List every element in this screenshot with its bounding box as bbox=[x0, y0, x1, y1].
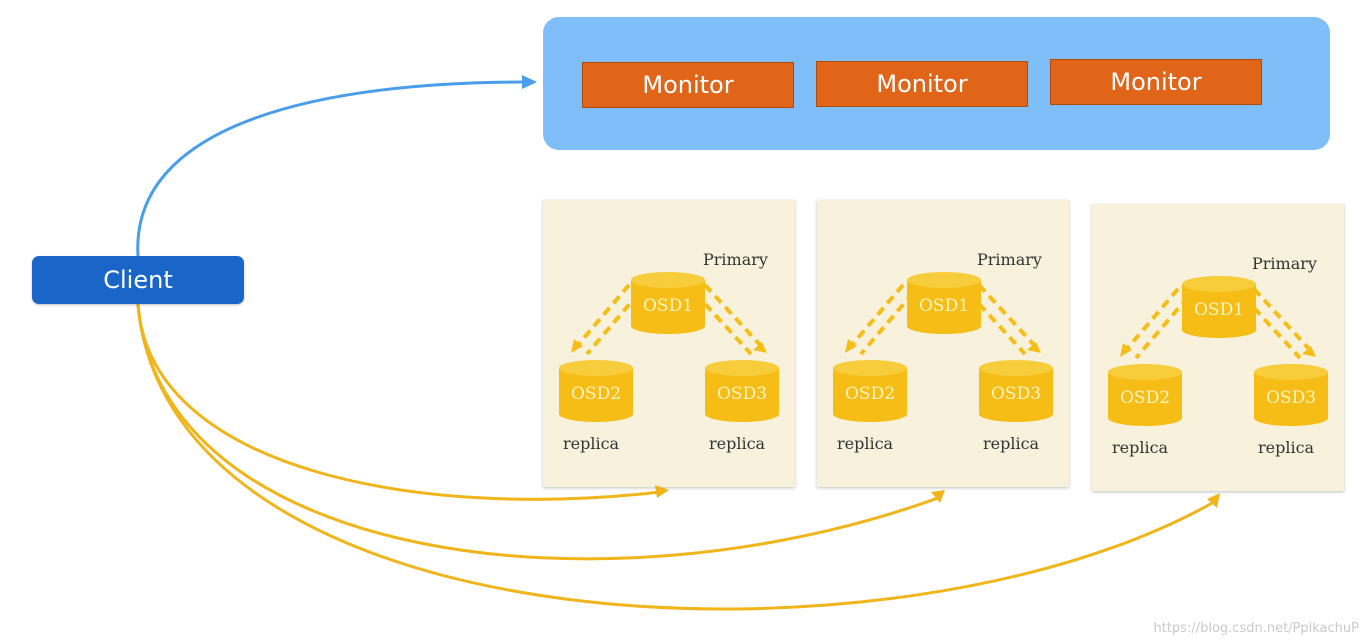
monitor-label: Monitor bbox=[642, 71, 734, 99]
osd1-label: OSD1 bbox=[1193, 300, 1245, 320]
primary-label: Primary bbox=[977, 250, 1042, 269]
osd2-label: OSD2 bbox=[570, 384, 622, 404]
primary-label: Primary bbox=[703, 250, 768, 269]
osd3-disk-icon: OSD3 bbox=[705, 360, 779, 422]
arrowhead-node2 bbox=[931, 490, 945, 503]
osd2-label: OSD2 bbox=[844, 384, 896, 404]
osd-node-1: Primary OSD1 OSD2 OSD3 replica replica bbox=[543, 200, 795, 487]
replica-label-left: replica bbox=[837, 434, 894, 453]
arrowhead-node3 bbox=[1207, 493, 1220, 508]
replica-label-left: replica bbox=[563, 434, 620, 453]
replica-label-right: replica bbox=[709, 434, 766, 453]
monitor-3: Monitor bbox=[1050, 59, 1262, 105]
replica-label-left: replica bbox=[1112, 438, 1169, 457]
osd3-label: OSD3 bbox=[1265, 388, 1317, 408]
osd1-disk-icon: OSD1 bbox=[907, 272, 981, 334]
client-label: Client bbox=[103, 266, 173, 294]
monitor-label: Monitor bbox=[1110, 68, 1202, 96]
osd2-disk-icon: OSD2 bbox=[559, 360, 633, 422]
monitor-2: Monitor bbox=[816, 61, 1028, 107]
osd1-label: OSD1 bbox=[918, 296, 970, 316]
osd2-disk-icon: OSD2 bbox=[1108, 364, 1182, 426]
osd1-disk-icon: OSD1 bbox=[1182, 276, 1256, 338]
osd3-label: OSD3 bbox=[990, 384, 1042, 404]
osd3-label: OSD3 bbox=[716, 384, 768, 404]
monitor-label: Monitor bbox=[876, 70, 968, 98]
client-node: Client bbox=[32, 256, 244, 304]
client-to-monitor-arrow bbox=[136, 80, 527, 258]
osd2-label: OSD2 bbox=[1119, 388, 1171, 408]
osd3-disk-icon: OSD3 bbox=[1254, 364, 1328, 426]
osd1-disk-icon: OSD1 bbox=[631, 272, 705, 334]
primary-label: Primary bbox=[1252, 254, 1317, 273]
osd1-label: OSD1 bbox=[642, 296, 694, 316]
watermark: https://blog.csdn.net/PpikachuP bbox=[1153, 621, 1360, 636]
osd3-disk-icon: OSD3 bbox=[979, 360, 1053, 422]
osd-node-3: Primary OSD1 OSD2 OSD3 replica replica bbox=[1092, 204, 1344, 491]
osd2-disk-icon: OSD2 bbox=[833, 360, 907, 422]
monitor-1: Monitor bbox=[582, 62, 794, 108]
osd-node-2: Primary OSD1 OSD2 OSD3 replica replica bbox=[817, 200, 1069, 487]
replica-label-right: replica bbox=[1258, 438, 1315, 457]
arrowhead-monitor bbox=[522, 75, 537, 89]
replica-label-right: replica bbox=[983, 434, 1040, 453]
monitor-cluster: Monitor Monitor Monitor bbox=[543, 17, 1330, 150]
